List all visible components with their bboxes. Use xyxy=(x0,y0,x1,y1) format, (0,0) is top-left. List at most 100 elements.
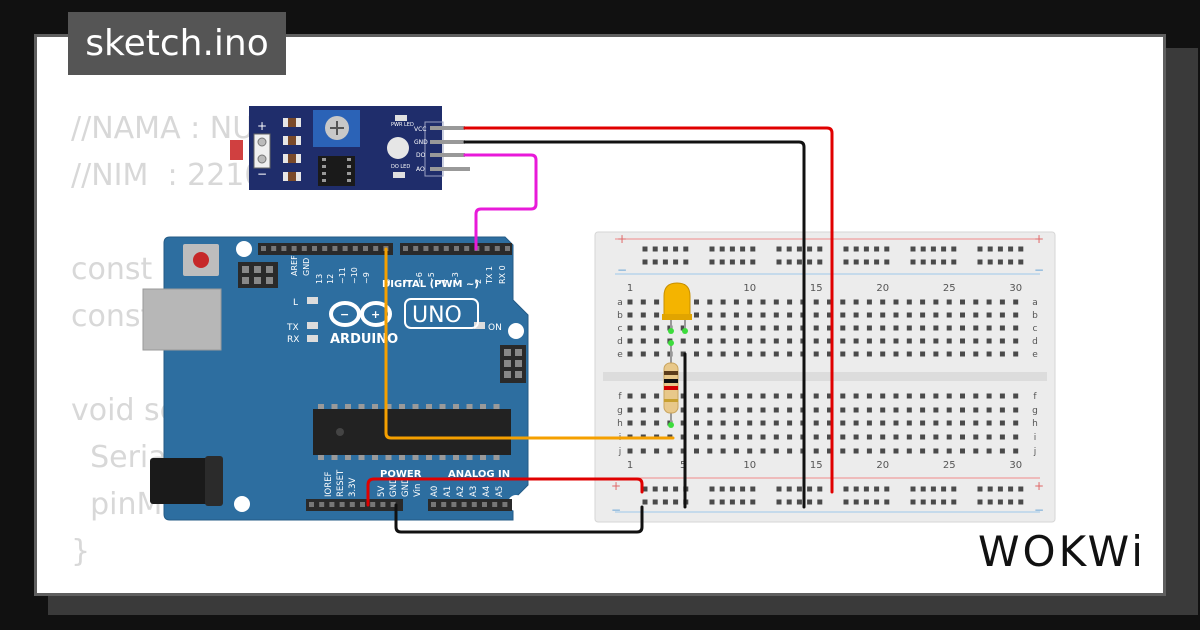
bb-hole xyxy=(680,351,686,357)
uno-label: UNO xyxy=(412,303,462,328)
bb-hole xyxy=(933,325,939,331)
bb-hole xyxy=(906,312,912,318)
rail-hole xyxy=(729,246,735,252)
rail-hole xyxy=(863,246,869,252)
chip-pin xyxy=(385,404,392,409)
rail-hole xyxy=(853,499,859,505)
bb-hole xyxy=(853,448,859,454)
bb-hole xyxy=(747,434,753,440)
bb-hole xyxy=(787,312,793,318)
bb-hole xyxy=(880,299,886,305)
bb-hole xyxy=(627,420,633,426)
sensor-plus-label: + xyxy=(257,119,267,133)
rail-hole xyxy=(997,499,1003,505)
rail-hole xyxy=(920,259,926,265)
bb-hole xyxy=(960,351,965,357)
rail-hole xyxy=(642,259,648,265)
code-line: } xyxy=(71,534,91,569)
file-tab[interactable]: sketch.ino xyxy=(68,12,286,75)
wire-vcc[interactable] xyxy=(463,126,834,494)
bb-hole xyxy=(627,325,633,331)
bb-hole xyxy=(986,338,992,344)
bb-hole xyxy=(680,420,686,426)
bb-hole xyxy=(733,448,739,454)
reset-button[interactable] xyxy=(193,252,209,268)
led-yellow[interactable] xyxy=(662,282,692,334)
chip-pin xyxy=(399,404,405,409)
bb-hole xyxy=(946,434,952,440)
resistor[interactable] xyxy=(663,340,679,428)
bb-hole xyxy=(1013,434,1019,440)
bb-hole xyxy=(1013,393,1019,399)
breadboard[interactable]: + + − − + + − − 115510101515202025253030… xyxy=(594,231,1056,523)
power-jack-front xyxy=(205,456,223,506)
bb-hole xyxy=(773,434,779,440)
uno-badge xyxy=(404,298,479,329)
power-pin-label: 5V xyxy=(377,486,387,497)
sensor-minus-label: − xyxy=(257,167,267,181)
bb-hole xyxy=(640,325,646,331)
bb-hole xyxy=(827,312,832,318)
rail-hole xyxy=(683,259,689,265)
bb-hole xyxy=(720,312,726,318)
rail-hole xyxy=(1018,499,1024,505)
wire-orange[interactable] xyxy=(384,247,675,440)
bb-hole xyxy=(946,420,952,426)
bb-hole xyxy=(920,420,926,426)
wire-5v[interactable] xyxy=(366,477,644,507)
bb-hole xyxy=(893,299,899,305)
bb-hole xyxy=(707,299,713,305)
breadboard-labels: + + − − + + − − 115510101515202025253030… xyxy=(611,232,1044,517)
rail-hole xyxy=(997,259,1003,265)
bb-hole xyxy=(986,420,992,426)
power-label: POWER xyxy=(380,469,422,480)
bb-hole xyxy=(654,393,660,399)
digital-pin-label: 4 xyxy=(439,279,448,284)
bb-hole xyxy=(694,434,699,440)
bb-hole xyxy=(707,351,713,357)
bb-hole xyxy=(694,420,699,426)
bb-hole xyxy=(773,312,779,318)
bb-hole xyxy=(654,407,660,413)
bb-hole xyxy=(893,351,899,357)
bb-hole xyxy=(720,351,726,357)
led-pin-marker xyxy=(668,328,674,334)
bb-hole xyxy=(667,448,673,454)
resistor-band xyxy=(664,371,678,375)
bb-hole xyxy=(986,351,992,357)
rail-hole xyxy=(977,259,983,265)
rail-hole xyxy=(719,246,725,252)
bb-hole xyxy=(760,312,766,318)
icsp-pin xyxy=(515,360,522,367)
bb-hole xyxy=(787,420,793,426)
icsp-pin xyxy=(515,349,522,356)
rail-hole xyxy=(740,246,746,252)
bb-hole xyxy=(999,325,1005,331)
rail-hole xyxy=(817,259,823,265)
bb-row-label: h xyxy=(617,419,623,429)
digital-pin-label: ~11 xyxy=(338,267,347,284)
rail-hole xyxy=(776,259,782,265)
bb-hole xyxy=(853,299,859,305)
bb-hole xyxy=(640,351,646,357)
header-hole xyxy=(433,246,439,251)
header-hole xyxy=(342,246,348,251)
bb-row-label: g xyxy=(1032,406,1038,416)
bb-hole xyxy=(960,420,965,426)
bb-hole xyxy=(680,338,686,344)
bb-hole xyxy=(986,312,992,318)
bb-hole xyxy=(720,407,726,413)
chip-pin xyxy=(493,455,500,460)
wire-do[interactable] xyxy=(463,153,538,251)
bb-hole xyxy=(680,393,686,399)
light-sensor-module[interactable]: + − PWR LED DO LED VCC GND DO AO xyxy=(230,106,470,190)
power-pin-label: IOREF xyxy=(324,472,334,497)
wire-gnd[interactable] xyxy=(463,140,806,509)
rail-hole xyxy=(796,259,802,265)
rail-hole xyxy=(750,486,756,492)
chip-pin xyxy=(322,165,326,168)
wire-gnd-bottom[interactable] xyxy=(394,503,644,534)
bb-hole xyxy=(773,338,779,344)
